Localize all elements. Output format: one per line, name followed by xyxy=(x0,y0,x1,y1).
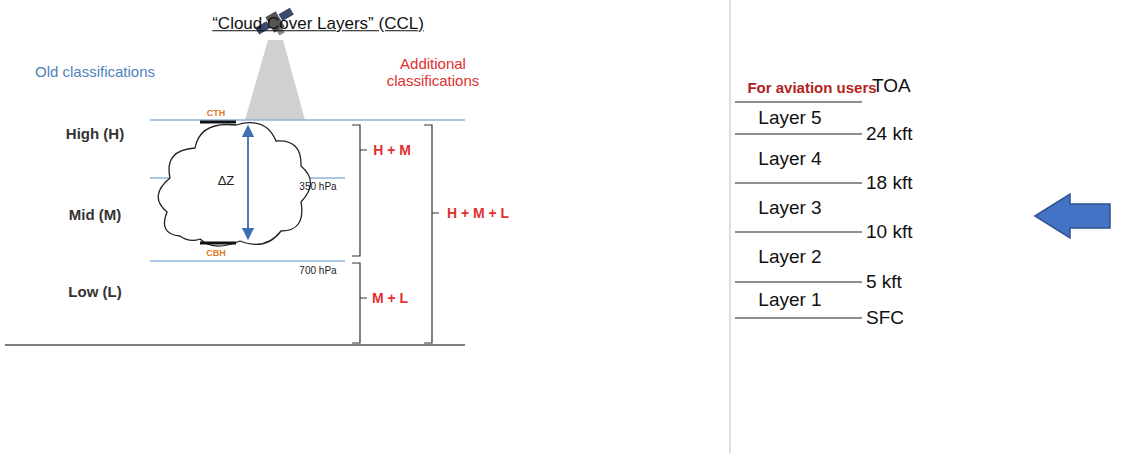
height-label: CTH xyxy=(207,108,226,118)
cloud-base-bar xyxy=(200,242,236,245)
surface-line xyxy=(5,344,465,346)
layer-label: TOA xyxy=(872,75,911,97)
diagram-title: “Cloud Cover Layers” (CCL) xyxy=(212,14,424,34)
cloud-top-bar xyxy=(200,121,236,124)
pressure-line xyxy=(150,260,345,262)
divider-line xyxy=(729,0,730,453)
bracket xyxy=(352,125,367,256)
class-label: Mid (M) xyxy=(69,206,121,223)
bracket xyxy=(424,125,439,343)
sensor-beam xyxy=(245,40,305,120)
pressure-label: 350 hPa xyxy=(299,181,336,193)
bracket xyxy=(352,263,367,343)
pointer-arrow xyxy=(1035,194,1110,238)
layer-label: 5 kft xyxy=(866,271,902,293)
height-label: CBH xyxy=(206,248,226,258)
layer-label: Layer 2 xyxy=(758,246,821,268)
class-label: Low (L) xyxy=(68,283,121,300)
class-label: High (H) xyxy=(66,125,124,142)
layer-label: Layer 5 xyxy=(758,107,821,129)
section-heading: For aviation users xyxy=(747,79,876,96)
thickness-label: ΔZ xyxy=(218,174,235,189)
layer-label: SFC xyxy=(866,307,904,329)
thickness-arrow xyxy=(247,126,249,239)
heading-note: Additional classifications xyxy=(368,55,498,90)
layer-label: Layer 3 xyxy=(758,197,821,219)
layer-label: 10 kft xyxy=(866,221,912,243)
combo-label: M + L xyxy=(372,290,408,306)
combo-label: H + M xyxy=(373,142,411,158)
layer-lines xyxy=(735,102,862,318)
layer-label: Layer 4 xyxy=(758,148,821,170)
combo-label: H + M + L xyxy=(447,205,509,221)
pressure-label: 700 hPa xyxy=(299,265,336,277)
heading-note: Old classifications xyxy=(33,63,158,80)
cloud-shape xyxy=(158,123,310,246)
layer-label: 18 kft xyxy=(866,172,912,194)
layer-label: 24 kft xyxy=(866,123,912,145)
top-line xyxy=(150,119,465,121)
layer-label: Layer 1 xyxy=(758,289,821,311)
